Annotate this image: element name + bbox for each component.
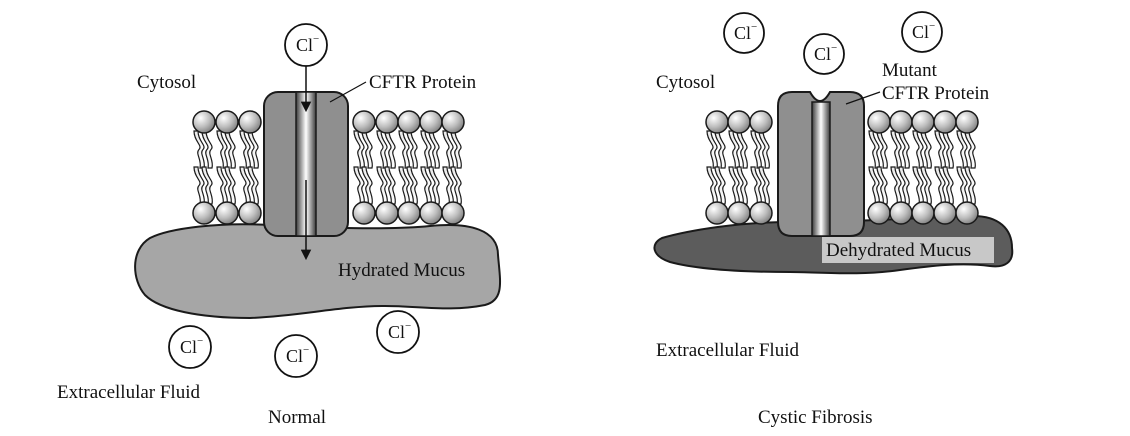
ion-charge: − [405,320,411,332]
phospholipid [933,110,957,225]
ion-charge: − [313,33,319,45]
ion-symbol: Cl [734,23,751,43]
chloride-ion: Cl − [284,23,328,67]
ion-symbol: Cl [814,44,831,64]
chloride-ion: Cl − [723,12,765,54]
closed-channel [811,101,831,237]
mucus-label-box [822,237,994,263]
normal-panel: Cytosol CFTR Protein Hydrated Mucus Extr… [57,23,501,428]
chloride-ion: Cl − [168,325,212,369]
chloride-ion: Cl − [803,33,845,75]
phospholipid [397,110,421,225]
extracellular-fluid-label: Extracellular Fluid [57,382,200,403]
phospholipid [955,110,979,225]
cystic-fibrosis-panel: Dehydrated Mucus Cytosol Mutant CFTR Pro… [653,11,1014,428]
phospholipid [238,110,262,225]
phospholipid [705,110,729,225]
phospholipid [375,110,399,225]
extracellular-fluid-label: Extracellular Fluid [656,340,799,361]
phospholipid [889,110,913,225]
phospholipid [352,110,376,225]
phospholipid [192,110,216,225]
phospholipid [911,110,935,225]
cftr-protein-label: CFTR Protein [369,72,477,93]
ion-symbol: Cl [912,22,929,42]
ion-charge: − [197,335,203,347]
phospholipid [749,110,773,225]
mutant-label: Mutant [882,60,938,81]
cytosol-label: Cytosol [137,72,196,93]
phospholipid [867,110,891,225]
ion-symbol: Cl [286,346,303,366]
phospholipid [727,110,751,225]
lipid-bilayer-right [867,110,979,225]
ion-charge: − [929,20,935,32]
ion-symbol: Cl [180,337,197,357]
dehydrated-mucus-label: Dehydrated Mucus [826,240,971,261]
cftr-protein-label: CFTR Protein [882,83,990,104]
chloride-ion: Cl − [376,310,420,354]
ion-charge: − [751,21,757,33]
chloride-ion: Cl − [274,334,318,378]
ion-charge: − [303,344,309,356]
phospholipid [441,110,465,225]
ion-charge: − [831,42,837,54]
protein-leader-line [845,91,881,105]
hydrated-mucus-label: Hydrated Mucus [338,260,465,281]
phospholipid [215,110,239,225]
ion-symbol: Cl [388,322,405,342]
phospholipid [419,110,443,225]
chloride-ion: Cl − [901,11,943,53]
normal-caption: Normal [268,407,326,428]
mutant-cftr-protein [777,91,865,237]
ion-symbol: Cl [296,35,313,55]
protein-leader-line [329,81,367,103]
lipid-bilayer-left [705,110,773,225]
cytosol-label: Cytosol [656,72,715,93]
lipid-bilayer-right [352,110,465,225]
cystic-fibrosis-caption: Cystic Fibrosis [758,407,873,428]
lipid-bilayer-left [192,110,262,225]
